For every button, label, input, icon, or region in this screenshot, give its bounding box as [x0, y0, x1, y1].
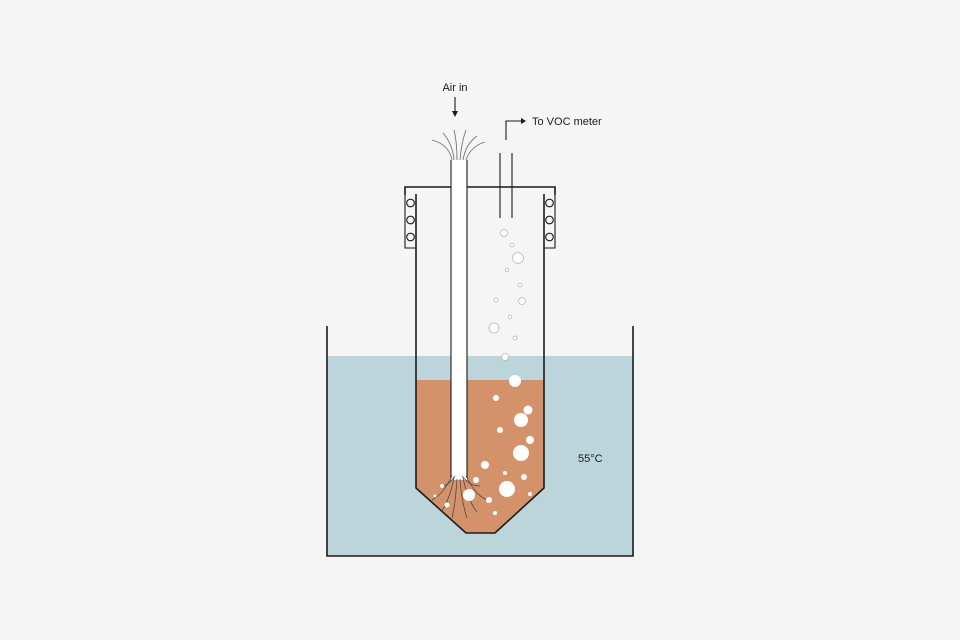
clip-left: [406, 198, 415, 242]
bath-container: [326, 326, 634, 557]
air-inlet-tube: [431, 129, 488, 519]
arrow-down-icon: [452, 97, 458, 117]
outlet-tube: [499, 118, 526, 218]
sample-vial: [415, 194, 545, 534]
temperature-label: 55°C: [578, 453, 603, 465]
air-in-label: Air in: [442, 82, 467, 94]
air-spray-top: [431, 129, 486, 161]
clip-right: [545, 198, 554, 242]
vial-lid: [404, 186, 556, 249]
liquid-bubbles: [433, 375, 534, 515]
arrow-right-icon: [505, 120, 521, 140]
headspace-bubbles: [488, 229, 526, 361]
voc-meter-label: To VOC meter: [532, 116, 602, 128]
